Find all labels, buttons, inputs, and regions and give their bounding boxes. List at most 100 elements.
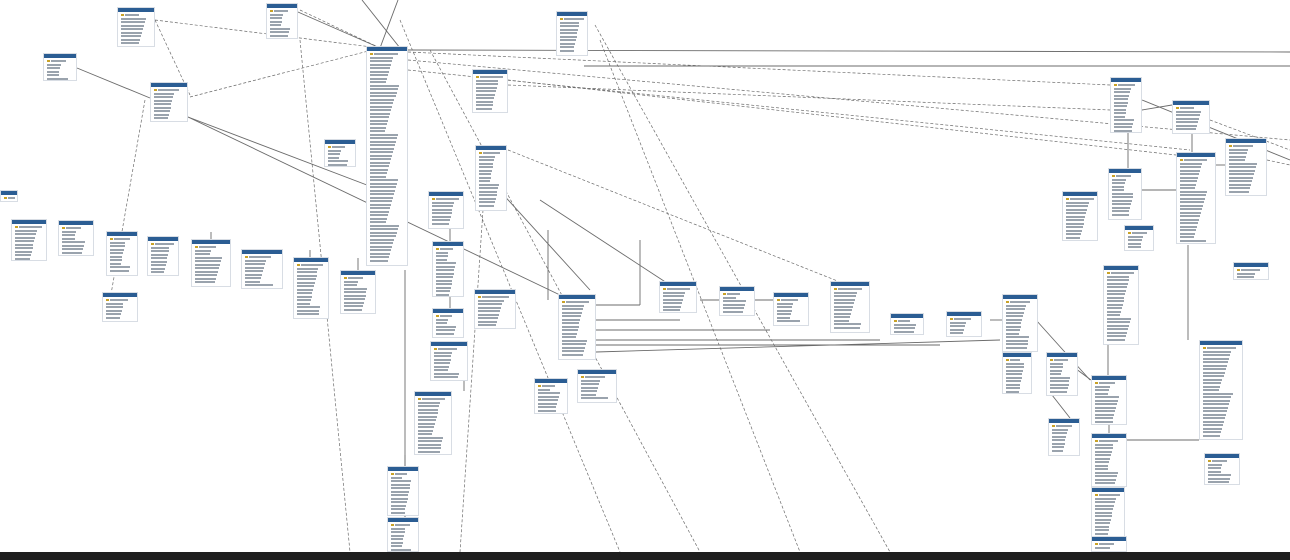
table-header[interactable] [535,379,567,383]
table-node[interactable] [1091,375,1127,425]
table-header[interactable] [1111,78,1141,82]
table-header[interactable] [720,287,754,291]
table-node[interactable] [556,11,588,56]
table-node[interactable] [324,139,356,167]
table-header[interactable] [367,47,407,51]
table-node[interactable] [1225,138,1267,196]
table-header[interactable] [433,309,463,313]
table-header[interactable] [1177,153,1215,157]
table-header[interactable] [1109,169,1141,173]
table-header[interactable] [831,282,869,286]
table-node[interactable] [659,281,697,313]
table-node[interactable] [1176,152,1216,244]
table-node[interactable] [414,391,452,455]
table-header[interactable] [1092,537,1126,541]
table-header[interactable] [103,293,137,297]
table-header[interactable] [1003,353,1031,357]
table-header[interactable] [1063,192,1097,196]
table-node[interactable] [1233,262,1269,280]
table-header[interactable] [242,250,282,254]
table-node[interactable] [1124,225,1154,251]
table-node[interactable] [106,231,138,276]
table-node[interactable] [428,191,464,229]
table-node[interactable] [1110,77,1142,133]
table-node[interactable] [1091,536,1127,552]
table-node[interactable] [117,7,155,47]
table-header[interactable] [107,232,137,236]
table-node[interactable] [475,145,507,211]
table-node[interactable] [1204,453,1240,485]
table-header[interactable] [1125,226,1153,230]
table-node[interactable] [472,69,508,113]
table-node[interactable] [577,369,617,403]
table-node[interactable] [147,236,179,276]
table-header[interactable] [151,83,187,87]
table-header[interactable] [1205,454,1239,458]
table-header[interactable] [192,240,230,244]
table-node[interactable] [558,294,596,360]
table-node[interactable] [890,313,924,335]
table-node[interactable] [43,53,77,81]
table-header[interactable] [557,12,587,16]
table-header[interactable] [774,293,808,297]
table-node[interactable] [241,249,283,289]
table-node[interactable] [366,46,408,266]
table-header[interactable] [1003,295,1037,299]
table-node[interactable] [432,241,464,297]
table-node[interactable] [293,257,329,319]
table-header[interactable] [294,258,328,262]
table-header[interactable] [388,467,418,471]
table-node[interactable] [1002,352,1032,394]
table-header[interactable] [891,314,923,318]
table-node[interactable] [387,466,419,516]
table-header[interactable] [1049,419,1079,423]
table-header[interactable] [429,192,463,196]
table-header[interactable] [1047,353,1077,357]
table-node[interactable] [150,82,188,122]
table-header[interactable] [1092,434,1126,438]
table-node[interactable] [1091,487,1125,539]
table-header[interactable] [1092,488,1124,492]
table-header[interactable] [388,518,418,522]
table-header[interactable] [473,70,507,74]
table-header[interactable] [148,237,178,241]
table-header[interactable] [1200,341,1242,345]
table-node[interactable] [432,308,464,338]
table-header[interactable] [325,140,355,144]
table-node[interactable] [1046,352,1078,396]
table-header[interactable] [559,295,595,299]
table-node[interactable] [387,517,419,552]
table-node[interactable] [1172,100,1210,134]
table-header[interactable] [267,4,297,8]
table-header[interactable] [475,290,515,294]
table-header[interactable] [476,146,506,150]
table-header[interactable] [1226,139,1266,143]
table-node[interactable] [102,292,138,322]
table-node[interactable] [266,3,298,39]
table-header[interactable] [59,221,93,225]
table-header[interactable] [1092,376,1126,380]
table-node[interactable] [1108,168,1142,220]
table-header[interactable] [660,282,696,286]
table-node[interactable] [719,286,755,316]
table-node[interactable] [58,220,94,256]
table-header[interactable] [578,370,616,374]
table-node[interactable] [773,292,809,326]
table-node[interactable] [1199,340,1243,440]
table-node[interactable] [1103,265,1139,345]
table-header[interactable] [947,312,981,316]
table-header[interactable] [415,392,451,396]
table-node[interactable] [0,190,18,202]
table-node[interactable] [1062,191,1098,241]
table-node[interactable] [1091,433,1127,487]
table-header[interactable] [118,8,154,12]
table-header[interactable] [1234,263,1268,267]
table-node[interactable] [191,239,231,287]
table-node[interactable] [474,289,516,329]
table-header[interactable] [341,271,375,275]
table-node[interactable] [11,219,47,261]
table-node[interactable] [946,311,982,337]
table-node[interactable] [830,281,870,333]
table-node[interactable] [340,270,376,314]
